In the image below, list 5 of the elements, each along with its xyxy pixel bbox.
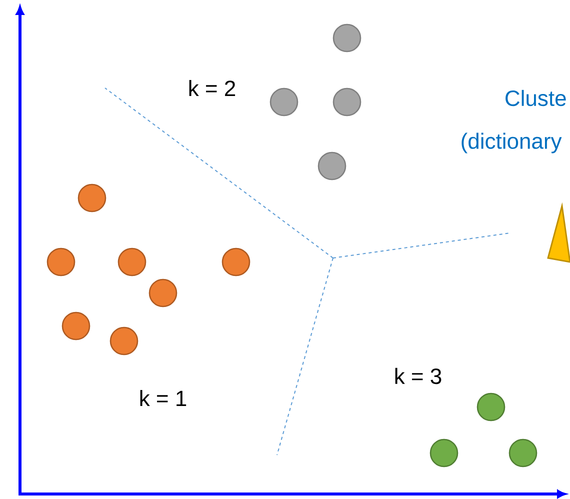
cluster-label: k = 3 [395,368,442,384]
cluster-label: (dictionary [462,132,562,154]
cluster-label: k = 1 [140,390,186,406]
cluster-label: k = 2 [189,80,236,96]
cluster-label: Cluste [506,90,566,106]
